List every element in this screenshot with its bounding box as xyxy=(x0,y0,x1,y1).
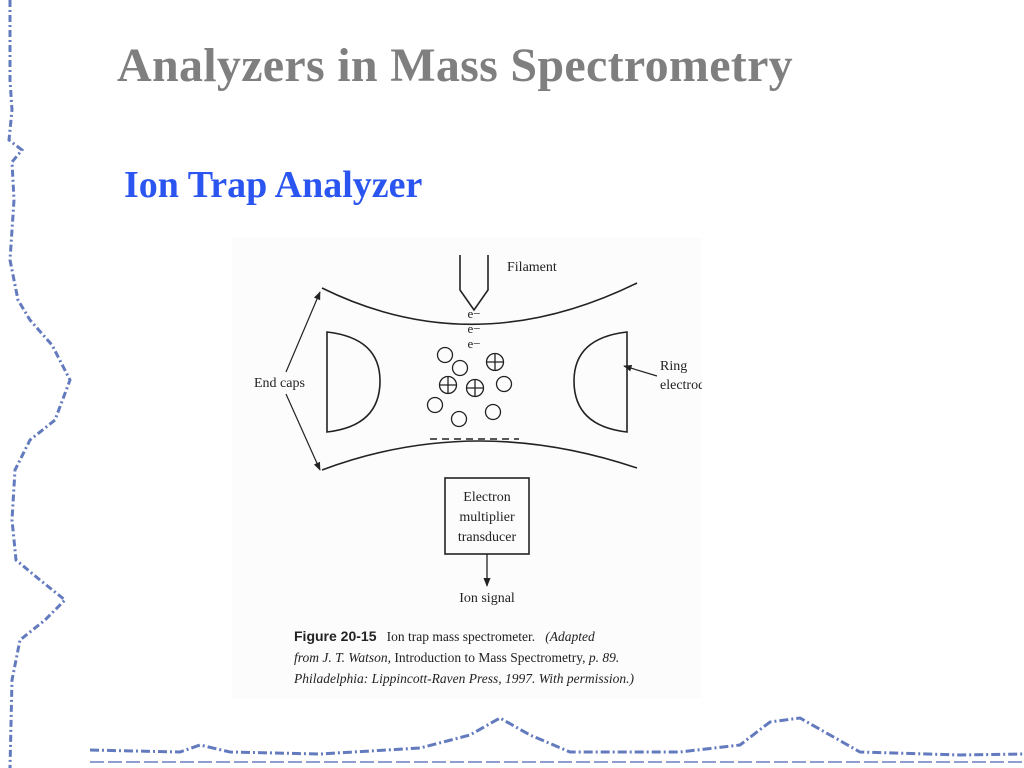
caption-line-2: from J. T. Watson, Introduction to Mass … xyxy=(294,647,704,668)
slide-subtitle: Ion Trap Analyzer xyxy=(124,164,423,206)
bottom-spectrum-line xyxy=(89,716,1024,757)
top-end-cap xyxy=(321,282,638,326)
filament-label: Filament xyxy=(507,260,557,275)
neutral-molecule xyxy=(495,375,513,393)
neutral-molecule xyxy=(484,403,502,421)
ion-signal-label: Ion signal xyxy=(459,591,515,606)
end-caps-label: End caps xyxy=(254,376,305,391)
positive-ion xyxy=(465,378,485,398)
caption-figure-number: Figure 20-15 xyxy=(294,628,377,644)
ion-trap-diagram: Filament e− e− e− End caps xyxy=(254,255,702,606)
end-caps-arrow-top xyxy=(285,291,321,373)
ion-trap-figure: Filament e− e− e− End caps xyxy=(232,238,702,698)
neutral-molecule xyxy=(426,396,444,414)
neutral-molecule xyxy=(450,410,468,428)
filament-wire xyxy=(459,255,489,312)
ring-electrode-left xyxy=(326,331,381,433)
caption-page: p. 89. xyxy=(585,650,620,665)
neutral-molecule xyxy=(436,346,454,364)
ring-electrode-right xyxy=(573,331,628,433)
detector-label-line2: multiplier xyxy=(459,510,515,525)
detector-label-line3: transducer xyxy=(458,530,517,545)
caption-figure-title: Ion trap mass spectrometer. xyxy=(386,629,536,644)
neutral-molecule xyxy=(451,359,469,377)
end-caps-arrow-bottom xyxy=(285,393,321,471)
left-spectrum-line xyxy=(7,0,72,768)
caption-line-3: Philadelphia: Lippincott-Raven Press, 19… xyxy=(294,668,704,689)
ring-electrode-label-line1: Ring xyxy=(660,359,687,374)
slide-title: Analyzers in Mass Spectrometry xyxy=(117,39,793,92)
ring-electrode-label-line2: electrode xyxy=(660,378,702,393)
electron-label: e− xyxy=(467,306,480,321)
caption-credit-start: (Adapted xyxy=(545,629,595,644)
electron-label: e− xyxy=(467,336,480,351)
caption-publisher: Philadelphia: Lippincott-Raven Press, 19… xyxy=(294,671,634,686)
caption-line-1: Figure 20-15 Ion trap mass spectrometer.… xyxy=(294,626,704,647)
caption-book-title: Introduction to Mass Spectrometry, xyxy=(394,650,586,665)
figure-caption: Figure 20-15 Ion trap mass spectrometer.… xyxy=(294,626,704,689)
positive-ion xyxy=(485,352,505,372)
bottom-end-cap xyxy=(321,440,638,471)
positive-ion xyxy=(438,375,458,395)
ring-electrode-arrow xyxy=(623,364,658,377)
detector-label-line1: Electron xyxy=(463,490,510,505)
caption-credit-from: from J. T. Watson, xyxy=(294,650,395,665)
electron-label: e− xyxy=(467,321,480,336)
